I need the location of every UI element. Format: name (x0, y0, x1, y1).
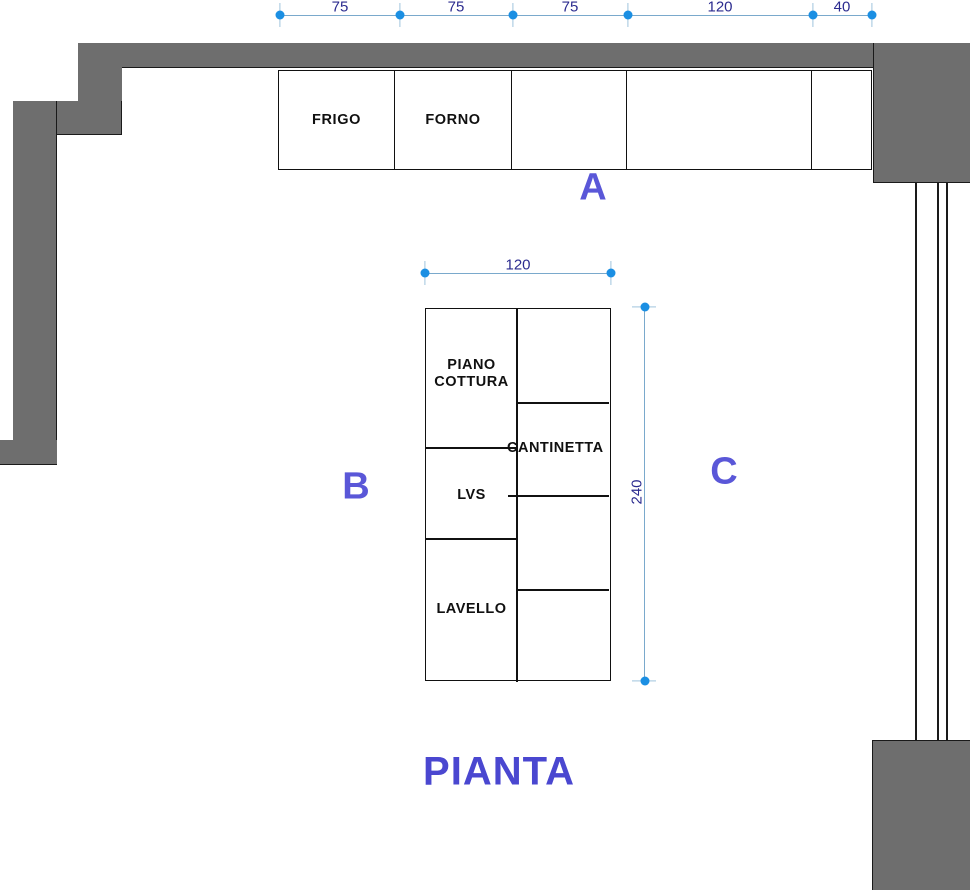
dim-node (395, 10, 405, 20)
cabinet-unit-3[interactable] (512, 71, 627, 169)
wall-top-horizontal (78, 43, 874, 68)
dim-node (808, 10, 818, 20)
island-label-lvs: LVS (457, 487, 486, 503)
island-label-lavello: LAVELLO (436, 601, 507, 617)
island-left-divider-2 (426, 538, 517, 540)
dim-label-top-3: 75 (561, 0, 579, 16)
wall-left-vertical (13, 101, 57, 465)
window-mullion-3 (946, 183, 948, 741)
window-mullion-1 (915, 183, 917, 741)
island-label-piano-cottura: PIANO COTTURA (434, 357, 509, 391)
dim-node (508, 10, 518, 20)
cabinet-unit-5[interactable] (812, 71, 870, 169)
island-right-divider-3 (516, 589, 609, 591)
island-left-divider-1 (426, 447, 517, 449)
dim-label-top-2: 75 (447, 0, 465, 16)
elevation-marker-a: A (579, 166, 607, 209)
dim-node (275, 10, 285, 20)
dim-label-island-depth: 240 (628, 479, 646, 505)
cabinet-frigo[interactable]: FRIGO (279, 71, 395, 169)
drawing-title: PIANTA (423, 749, 575, 794)
dim-node (640, 676, 650, 686)
top-cabinet-run: FRIGO FORNO (278, 70, 872, 170)
dim-label-top-1: 75 (331, 0, 349, 16)
island-right-divider-1 (516, 402, 609, 404)
cabinet-label: FRIGO (312, 111, 361, 128)
window-mullion-2 (937, 183, 939, 741)
dim-node (606, 268, 616, 278)
dim-node (867, 10, 877, 20)
wall-bottom-left-stub (0, 440, 57, 465)
elevation-marker-b: B (342, 465, 370, 508)
dim-node (420, 268, 430, 278)
cabinet-label: FORNO (425, 111, 481, 128)
dim-label-top-5: 40 (833, 0, 851, 16)
kitchen-island: PIANO COTTURA LVS LAVELLO (425, 308, 611, 682)
island-label-cantinetta: CANTINETTA (507, 440, 604, 456)
cabinet-forno[interactable]: FORNO (395, 71, 512, 169)
dim-label-top-4: 120 (707, 0, 733, 16)
dim-node (623, 10, 633, 20)
elevation-marker-c: C (710, 450, 738, 493)
wall-right-lower-block (872, 740, 970, 890)
dim-label-island-width: 120 (505, 256, 531, 274)
cabinet-unit-4[interactable] (627, 71, 812, 169)
island-right-divider-2 (508, 495, 609, 497)
dim-node (640, 302, 650, 312)
wall-right-upper-block (873, 43, 970, 183)
